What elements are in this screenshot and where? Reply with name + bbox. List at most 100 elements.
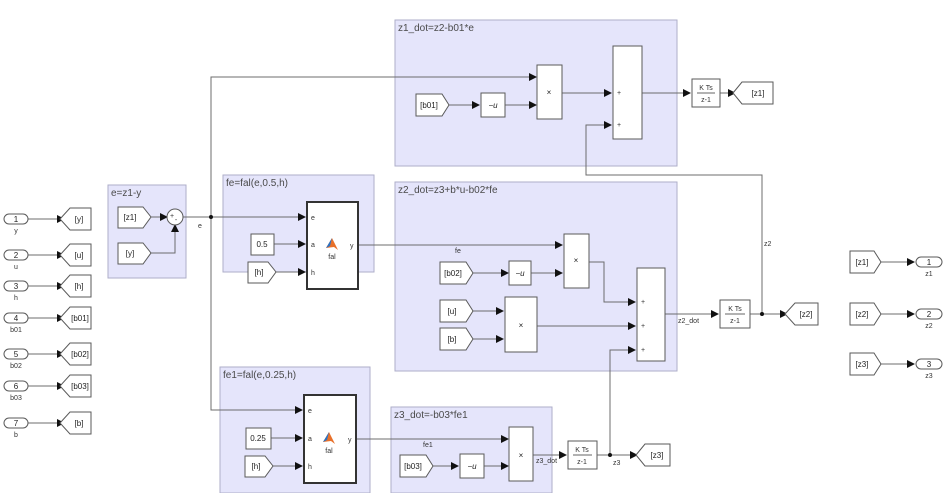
unary-minus-3[interactable]: −u — [459, 453, 485, 479]
svg-text:K Ts: K Ts — [575, 447, 589, 454]
fal-block-fe[interactable]: e a h y fal — [306, 201, 359, 290]
svg-text:[b]: [b] — [448, 335, 457, 344]
from-h-2[interactable]: [h] — [244, 455, 274, 478]
inport-3[interactable]: 3 h — [3, 280, 29, 302]
inport-5[interactable]: 5 b02 — [3, 348, 29, 370]
svg-text:[b01]: [b01] — [71, 314, 89, 323]
goto-z3[interactable]: [z3] — [635, 443, 671, 467]
from-h[interactable]: [h] — [247, 261, 277, 284]
constant-0-25[interactable]: 0.25 — [245, 427, 272, 450]
svg-text:b: b — [14, 432, 18, 439]
integrator-z1[interactable]: K Ts z-1 — [691, 78, 721, 108]
svg-text:K Ts: K Ts — [728, 306, 742, 313]
goto-b02[interactable]: [b02] — [59, 342, 92, 366]
svg-text:+: + — [617, 90, 621, 97]
svg-text:[z2]: [z2] — [856, 310, 869, 319]
svg-text:+: + — [641, 323, 645, 330]
svg-text:b02: b02 — [10, 363, 22, 370]
svg-text:[z1]: [z1] — [124, 213, 137, 222]
integrator-z2[interactable]: K Ts z-1 — [719, 299, 751, 329]
inports: 1 y 2 u 3 h 4 b01 5 b02 6 b03 — [3, 213, 29, 439]
svg-text:e: e — [311, 215, 315, 222]
svg-text:z-1: z-1 — [730, 318, 740, 325]
sum-block-z2[interactable]: + + + — [636, 267, 666, 362]
goto-h[interactable]: [h] — [59, 274, 92, 298]
svg-text:K Ts: K Ts — [699, 85, 713, 92]
matlab-function-icon — [323, 432, 335, 444]
goto-u[interactable]: [u] — [59, 243, 92, 267]
unary-minus-2[interactable]: −u — [508, 260, 532, 286]
svg-text:z-1: z-1 — [577, 459, 587, 466]
junction-dot — [209, 215, 213, 219]
from-u[interactable]: [u] — [439, 299, 474, 323]
signal-label-z2-dot: z2_dot — [678, 318, 699, 325]
product-2[interactable]: × — [563, 233, 590, 289]
product-1[interactable]: × — [536, 64, 563, 120]
svg-text:z2: z2 — [925, 323, 933, 330]
svg-text:1: 1 — [927, 258, 932, 267]
svg-text:a: a — [308, 436, 312, 443]
svg-text:[z3]: [z3] — [651, 451, 664, 460]
svg-text:[b01]: [b01] — [420, 101, 438, 110]
outport-2[interactable]: 2 z2 — [915, 308, 943, 330]
svg-text:6: 6 — [14, 382, 19, 391]
from-z1-out[interactable]: [z1] — [849, 250, 882, 274]
goto-z1[interactable]: [z1] — [732, 81, 774, 105]
from-b02[interactable]: [b02] — [439, 261, 474, 285]
product-4[interactable]: × — [508, 426, 534, 482]
from-b01[interactable]: [b01] — [415, 93, 450, 117]
goto-blocks: [y] [u] [h] [b01] [b02] [b03] [b] — [59, 207, 92, 435]
area-title: e=z1-y — [111, 188, 141, 199]
inport-2[interactable]: 2 u — [3, 249, 29, 271]
svg-text:+: + — [641, 299, 645, 306]
constant-0-5[interactable]: 0.5 — [250, 233, 275, 256]
svg-text:b01: b01 — [10, 327, 22, 334]
svg-text:[y]: [y] — [75, 215, 83, 224]
outport-1[interactable]: 1 z1 — [915, 256, 943, 278]
from-b[interactable]: [b] — [439, 327, 474, 351]
goto-b[interactable]: [b] — [59, 411, 92, 435]
svg-text:y: y — [14, 228, 18, 235]
svg-text:2: 2 — [927, 310, 932, 319]
svg-text:×: × — [519, 451, 524, 460]
svg-text:-: - — [175, 217, 178, 224]
svg-text:[b]: [b] — [75, 419, 84, 428]
goto-y[interactable]: [y] — [59, 207, 92, 231]
inport-7[interactable]: 7 b — [3, 417, 29, 439]
signal-label-z3: z3 — [613, 460, 621, 467]
svg-text:z3: z3 — [925, 373, 933, 380]
product-3[interactable]: × — [504, 296, 538, 353]
goto-b03[interactable]: [b03] — [59, 374, 92, 398]
svg-text:[u]: [u] — [448, 307, 457, 316]
goto-b01[interactable]: [b01] — [59, 306, 92, 330]
outport-3[interactable]: 3 z3 — [915, 358, 943, 380]
svg-text:[z2]: [z2] — [800, 310, 813, 319]
goto-z2[interactable]: [z2] — [784, 302, 819, 326]
sum-block-z1[interactable]: + + — [612, 45, 643, 140]
svg-text:[h]: [h] — [75, 282, 84, 291]
unary-minus-1[interactable]: −u — [480, 92, 506, 118]
inport-6[interactable]: 6 b03 — [3, 380, 29, 402]
from-b03[interactable]: [b03] — [399, 454, 434, 478]
sum-block-e[interactable]: + - — [166, 208, 184, 226]
svg-text:[h]: [h] — [252, 462, 261, 471]
inport-1[interactable]: 1 y — [3, 213, 29, 235]
svg-text:[y]: [y] — [126, 249, 134, 258]
from-y[interactable]: [y] — [117, 242, 152, 265]
svg-text:2: 2 — [14, 251, 19, 260]
svg-text:+: + — [641, 347, 645, 354]
inport-4[interactable]: 4 b01 — [3, 312, 29, 334]
from-z2-out[interactable]: [z2] — [849, 302, 882, 326]
from-z3-out[interactable]: [z3] — [849, 352, 882, 376]
from-z1[interactable]: [z1] — [117, 206, 152, 229]
svg-text:+: + — [617, 122, 621, 129]
integrator-z3[interactable]: K Ts z-1 — [567, 440, 598, 470]
svg-text:[z1]: [z1] — [752, 89, 765, 98]
signal-label-fe1: fe1 — [423, 442, 433, 449]
svg-text:×: × — [519, 321, 524, 330]
area-title: fe1=fal(e,0.25,h) — [223, 370, 296, 381]
junction-dot — [608, 453, 612, 457]
svg-text:[b03]: [b03] — [71, 382, 89, 391]
fal-block-fe1[interactable]: e a h y fal — [303, 394, 357, 484]
